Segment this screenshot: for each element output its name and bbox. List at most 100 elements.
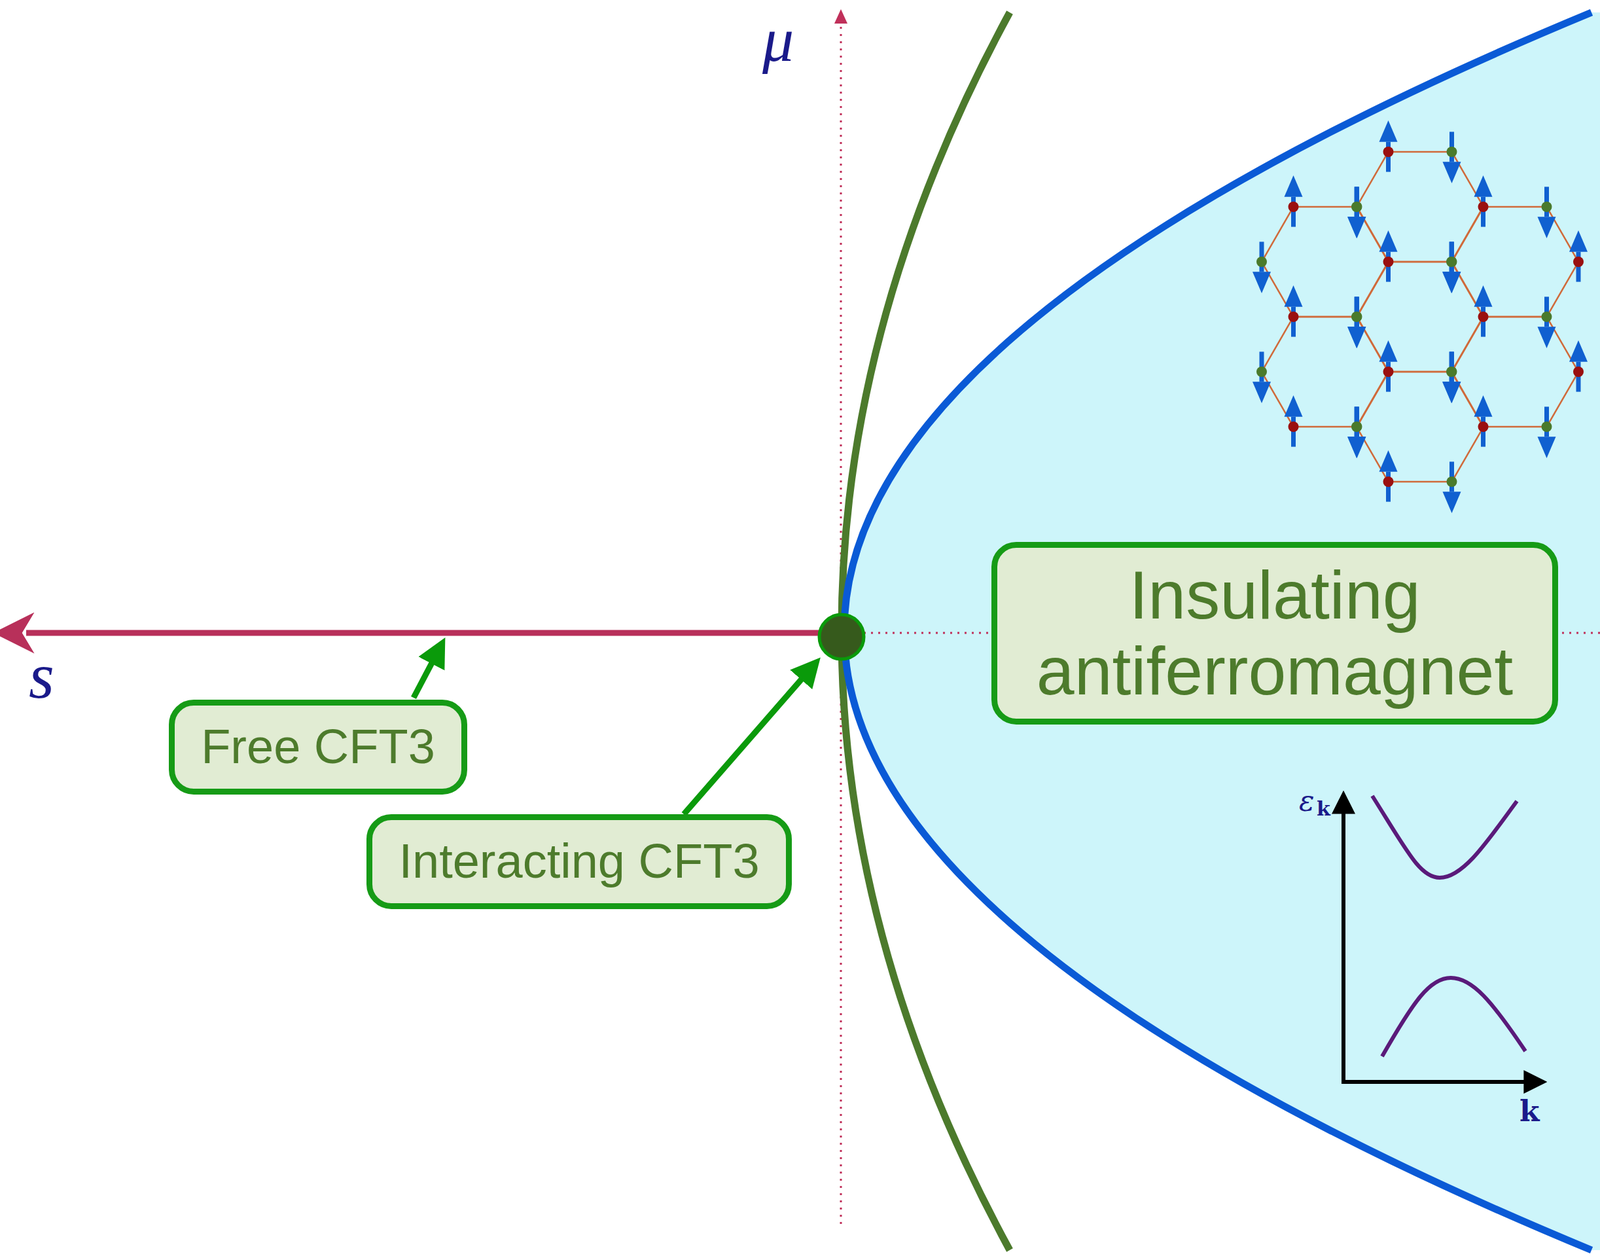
lattice-bond [1451,261,1484,317]
axis-label: k [1316,797,1331,820]
momentum-axis [1341,1079,1538,1084]
spin-arrowhead [1379,230,1398,252]
lattice-site [1541,201,1553,213]
spin-arrowhead [1442,381,1462,404]
lattice-bond [1356,151,1389,207]
honeycomb-lattice [1252,120,1588,514]
lattice-bond [1293,316,1358,319]
lattice-bond [1451,206,1484,262]
energy-axis [1341,799,1346,1084]
lattice-site [1351,201,1362,213]
spin-arrowhead [1474,175,1493,197]
conduction-band [1372,795,1517,878]
leader-arrow [683,666,813,815]
lattice-bond [1357,261,1390,317]
s-axis [26,630,841,637]
lattice-bond [1388,371,1453,374]
lattice-site [1573,256,1584,267]
lattice-bond [1261,316,1294,372]
antiferromagnet-region [844,12,1600,1250]
phase-label-box: Interacting CFT3 [366,814,792,909]
lattice-bond [1388,261,1453,264]
lattice-bond [1356,426,1389,482]
lattice-bond [1356,371,1389,427]
lattice-site [1351,201,1363,213]
lattice-site [1541,311,1553,322]
lattice-bond [1451,371,1484,427]
leader-arrow [413,647,440,698]
lattice-site [1256,256,1267,267]
spin-arrowhead [1347,216,1366,239]
lattice-site [1478,421,1489,432]
spin-arrowhead [1474,395,1493,417]
lattice-bond [1483,206,1547,209]
box-text: Free CFT3 [200,719,436,775]
blue-phase-boundary [844,12,1592,1250]
spin-arrowhead [1442,491,1462,514]
lattice-site [1446,476,1458,487]
lattice-site [1446,146,1458,158]
lattice-bond [1356,206,1389,262]
lattice-site [1288,311,1299,322]
lattice-site [1351,311,1362,322]
lattice-bond [1356,261,1389,317]
spin-arrowhead [1569,340,1588,362]
spin-arrowhead [1348,216,1367,239]
lattice-bond [1451,316,1484,372]
spin-arrowhead [1348,436,1367,459]
lattice-bond [1261,261,1294,317]
lattice-bond [1483,316,1547,319]
spin-arrowhead [1347,326,1366,349]
lattice-bond [1293,316,1358,319]
spin-arrowhead [1442,161,1462,184]
lattice-bond [1357,371,1390,427]
lattice-bond [1357,206,1390,262]
lattice-bond [1546,316,1580,372]
lattice-bond [1388,371,1453,374]
lattice-site [1351,421,1363,432]
lattice-site [1383,476,1394,487]
spin-arrowhead [1537,436,1557,459]
spin-arrowhead [1442,381,1461,404]
mu-axis-head [834,9,848,24]
axis-label: s [28,638,55,714]
lattice-site [1288,421,1299,432]
spin-arrowhead [1379,120,1398,143]
lattice-bond [1546,371,1580,427]
spin-arrowhead [1284,175,1303,197]
lattice-bond [1293,206,1358,209]
axis-label: k [1519,1094,1540,1128]
critical-point [819,614,864,659]
lattice-site [1383,256,1394,267]
lattice-bond [1546,261,1580,317]
lattice-bond [1357,316,1390,372]
spin-arrowhead [1537,216,1557,239]
lattice-bond [1356,316,1389,372]
lattice-site [1383,366,1394,377]
spin-arrowhead [1379,340,1398,362]
green-crossover-curve [841,12,1010,1250]
lattice-bond [1452,206,1485,262]
band-inset [1341,795,1538,1084]
spin-arrowhead [1284,395,1303,417]
valence-band [1382,977,1526,1057]
lattice-bond [1452,371,1485,427]
spin-arrowhead [1442,271,1462,294]
lattice-bond [1293,426,1358,428]
spin-arrowhead [1284,285,1303,307]
phase-label-box: Insulating antiferromagnet [991,541,1559,725]
spin-arrowhead [1569,230,1588,252]
lattice-site [1256,366,1267,377]
box-text: Interacting CFT3 [398,834,760,889]
spin-arrowhead [1347,436,1366,459]
lattice-site [1446,366,1457,377]
lattice-bond [1452,316,1485,372]
lattice-site [1351,421,1362,432]
axis-label: μ [762,3,794,76]
phase-label-box: Free CFT3 [168,699,468,795]
lattice-bond [1261,206,1294,262]
lattice-site [1573,366,1584,377]
lattice-bond [1388,480,1453,483]
box-text: Insulating antiferromagnet [1019,556,1530,710]
lattice-site [1478,201,1489,213]
